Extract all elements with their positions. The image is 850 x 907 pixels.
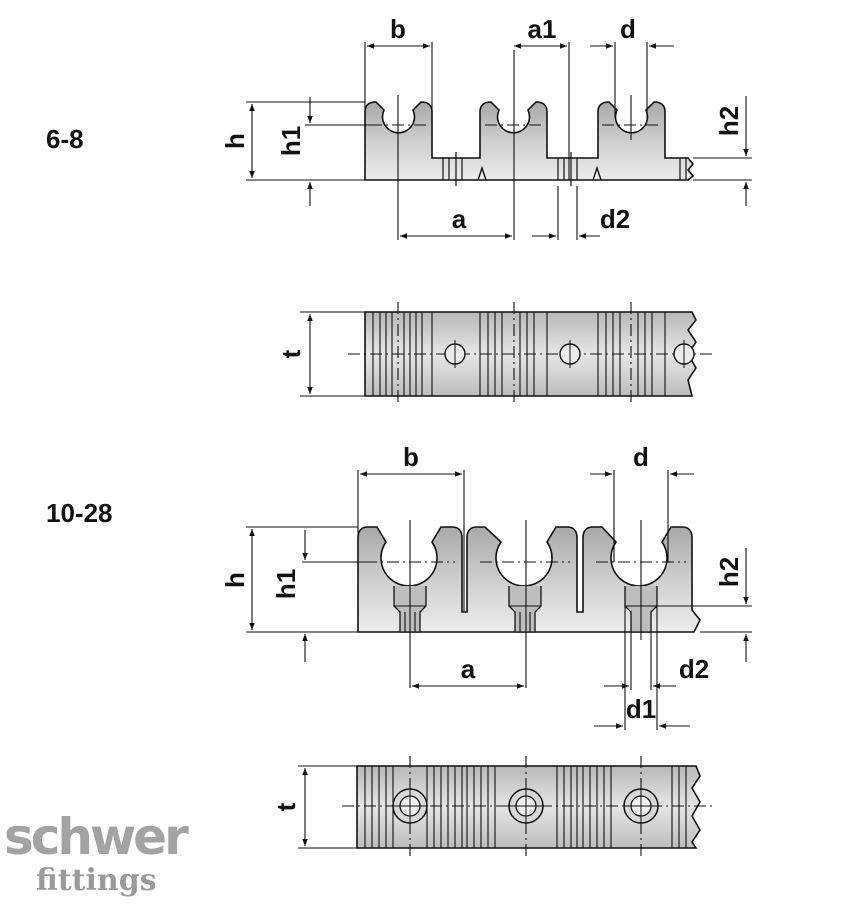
top-view-10-28	[342, 756, 712, 858]
brand-logo-name: schwer	[4, 808, 189, 866]
dim-label-b: b	[390, 14, 406, 44]
dim-label-d2: d2	[600, 204, 630, 234]
dim-label-a: a	[461, 654, 476, 684]
dim-label-h1: h1	[276, 126, 306, 156]
dimension-t-6-8	[300, 311, 365, 397]
dim-label-t: t	[276, 349, 306, 358]
dim-label-h: h	[220, 133, 250, 149]
dim-label-d: d	[620, 14, 636, 44]
clamp-body-10-28	[357, 526, 701, 633]
front-view-6-8	[364, 50, 695, 240]
dim-label-h: h	[220, 572, 250, 588]
dim-label-a: a	[452, 204, 467, 234]
dim-label-d1: d1	[626, 694, 656, 724]
size-label-6-8: 6-8	[46, 124, 84, 154]
dimensions-6-8	[246, 42, 752, 240]
dim-label-a1: a1	[528, 14, 557, 44]
brand-logo-tagline: fittings	[36, 863, 157, 898]
front-view-10-28	[357, 520, 701, 688]
size-label-10-28: 10-28	[46, 498, 113, 528]
dim-label-h2: h2	[714, 557, 744, 587]
dim-label-h2: h2	[714, 106, 744, 136]
dim-label-d2: d2	[679, 654, 709, 684]
dim-label-d: d	[633, 442, 649, 472]
dim-label-h1: h1	[271, 569, 301, 599]
dim-label-b: b	[403, 442, 419, 472]
top-view-6-8	[348, 302, 712, 406]
dim-label-t: t	[271, 802, 301, 811]
dimensions-10-28	[246, 470, 752, 730]
clamp-body-6-8	[364, 101, 695, 181]
dimension-t-10-28	[298, 765, 357, 849]
